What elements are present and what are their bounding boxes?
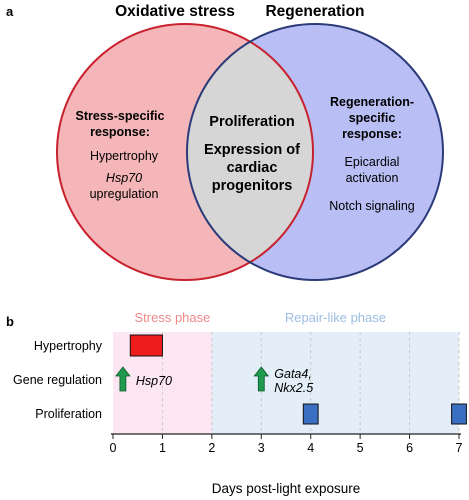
overlap-item-proliferation: Proliferation bbox=[209, 114, 294, 130]
x-tick-label-0: 0 bbox=[110, 441, 117, 455]
upregulation-arrow-2 bbox=[253, 366, 270, 392]
venn-right-title: Regeneration bbox=[265, 3, 364, 20]
hypertrophy-bar-1 bbox=[129, 334, 163, 357]
stress-item-upregulation: upregulation bbox=[90, 187, 159, 201]
overlap-item-expression-line-2: cardiac bbox=[227, 160, 278, 176]
row-label-proliferation: Proliferation bbox=[35, 407, 102, 421]
repair-phase-label: Repair-like phase bbox=[285, 310, 386, 325]
repair-phase-band bbox=[211, 332, 459, 434]
x-tick-label-4: 4 bbox=[307, 441, 314, 455]
stress-heading-line-1: Stress-specific bbox=[76, 109, 165, 123]
proliferation-bar-1 bbox=[302, 403, 319, 425]
gene-label-2-line-1: Gata4, bbox=[274, 367, 312, 381]
x-tick-label-2: 2 bbox=[208, 441, 215, 455]
overlap-item-expression-line-3: progenitors bbox=[212, 178, 293, 194]
stress-phase-label: Stress phase bbox=[134, 310, 210, 325]
regeneration-item-notch: Notch signaling bbox=[329, 199, 415, 213]
x-tick-label-6: 6 bbox=[406, 441, 413, 455]
x-tick-label-7: 7 bbox=[456, 441, 463, 455]
venn-circle-regeneration-outline bbox=[186, 23, 444, 281]
x-axis-title: Days post-light exposure bbox=[212, 481, 361, 496]
overlap-item-expression-line-1: Expression of bbox=[204, 142, 300, 158]
stress-item-hsp70: Hsp70 bbox=[106, 171, 142, 185]
row-label-hypertrophy: Hypertrophy bbox=[34, 339, 103, 353]
gene-label-2-line-2: Nkx2.5 bbox=[274, 381, 313, 395]
x-tick-label-3: 3 bbox=[258, 441, 265, 455]
regeneration-item-activation: activation bbox=[346, 171, 399, 185]
upregulation-arrow-1 bbox=[115, 366, 131, 392]
venn-overlap-region bbox=[187, 24, 313, 280]
stress-item-hypertrophy: Hypertrophy bbox=[90, 149, 159, 163]
panel-b-label: b bbox=[6, 314, 14, 329]
timeline-marks: Hsp70 Gata4,Nkx2.5 bbox=[115, 334, 467, 425]
venn-circle-oxidative-stress-outline bbox=[56, 23, 314, 281]
x-axis-ticks: 0 1 2 3 4 5 6 7 bbox=[110, 434, 463, 455]
x-tick-label-5: 5 bbox=[357, 441, 364, 455]
gene-label-1-line-1: Hsp70 bbox=[136, 374, 172, 388]
regeneration-heading-line-1: Regeneration- bbox=[330, 95, 414, 109]
proliferation-bar-2 bbox=[451, 403, 467, 425]
panel-a-label: a bbox=[6, 4, 14, 19]
stress-heading-line-2: response: bbox=[90, 125, 150, 139]
regeneration-item-epicardial: Epicardial bbox=[345, 155, 400, 169]
venn-left-title: Oxidative stress bbox=[115, 3, 235, 20]
row-label-gene-regulation: Gene regulation bbox=[13, 373, 102, 387]
regeneration-heading-line-2: specific bbox=[349, 111, 396, 125]
x-tick-label-1: 1 bbox=[159, 441, 166, 455]
regeneration-heading-line-3: response: bbox=[342, 127, 402, 141]
